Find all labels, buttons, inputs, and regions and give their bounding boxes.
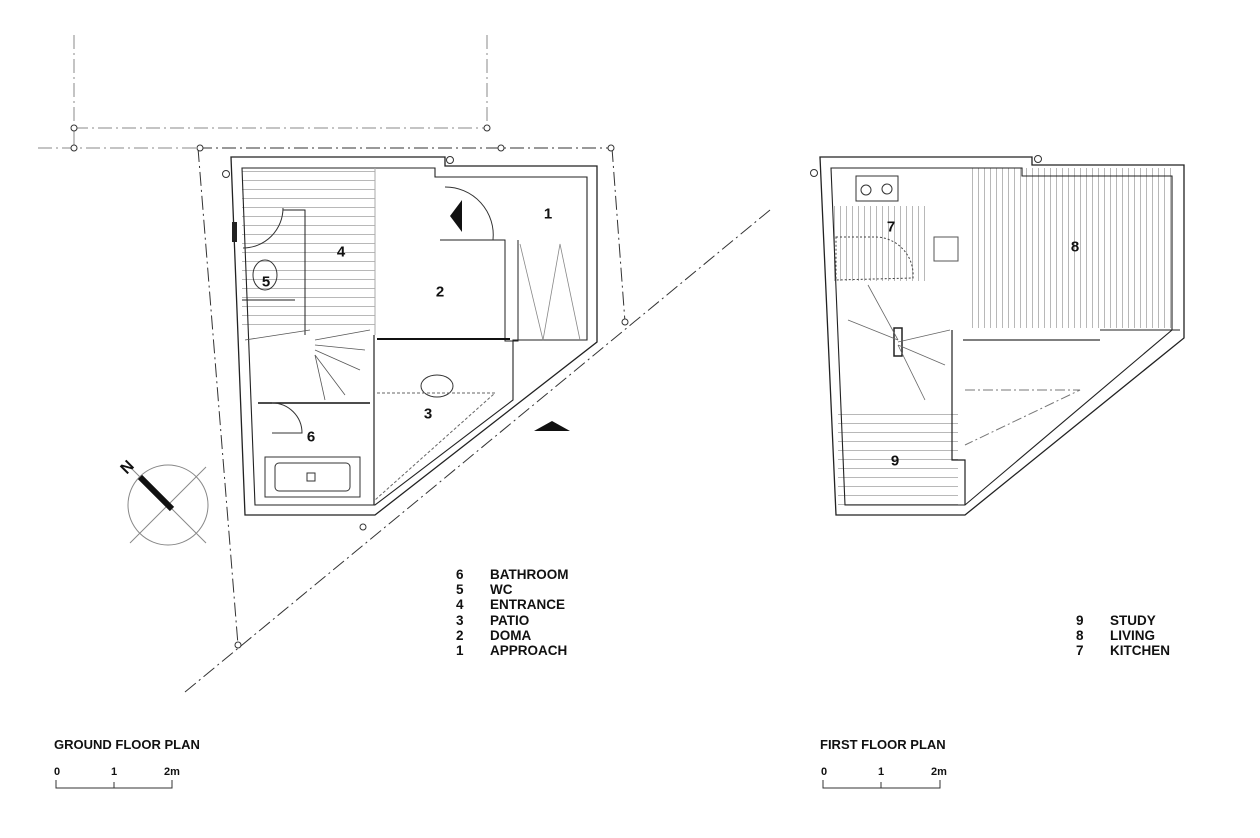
room-number-patio: 3 bbox=[423, 405, 433, 423]
room-number-wc: 5 bbox=[261, 273, 271, 291]
scale-tick-label: 1 bbox=[877, 766, 885, 778]
room-number-study: 9 bbox=[890, 452, 900, 470]
scale-tick-label: 1 bbox=[110, 766, 118, 778]
scale-tick-label: 2m bbox=[164, 766, 180, 778]
scale-tick-label: 0 bbox=[820, 766, 828, 778]
ground-floor-title: GROUND FLOOR PLAN bbox=[54, 737, 200, 752]
entry-arrow-icon bbox=[450, 200, 462, 232]
scale-tick-label: 2m bbox=[931, 766, 947, 778]
section-arrow-icon bbox=[534, 421, 570, 431]
first-floor-title: FIRST FLOOR PLAN bbox=[820, 737, 946, 752]
room-number-approach: 1 bbox=[543, 205, 553, 223]
room-number-kitchen: 7 bbox=[886, 218, 896, 236]
scale-bars bbox=[55, 780, 941, 789]
first-floor-plan bbox=[819, 156, 1185, 516]
survey-points bbox=[70, 124, 1042, 649]
ground-floor-plan bbox=[230, 156, 598, 516]
room-number-living: 8 bbox=[1070, 238, 1080, 256]
room-number-entrance: 4 bbox=[336, 243, 346, 261]
room-number-doma: 2 bbox=[435, 283, 445, 301]
scale-tick-label: 0 bbox=[53, 766, 61, 778]
stair-lines bbox=[244, 329, 371, 401]
north-arrow-icon bbox=[127, 464, 209, 546]
property-lines bbox=[38, 35, 771, 693]
room-number-bathroom: 6 bbox=[306, 428, 316, 446]
